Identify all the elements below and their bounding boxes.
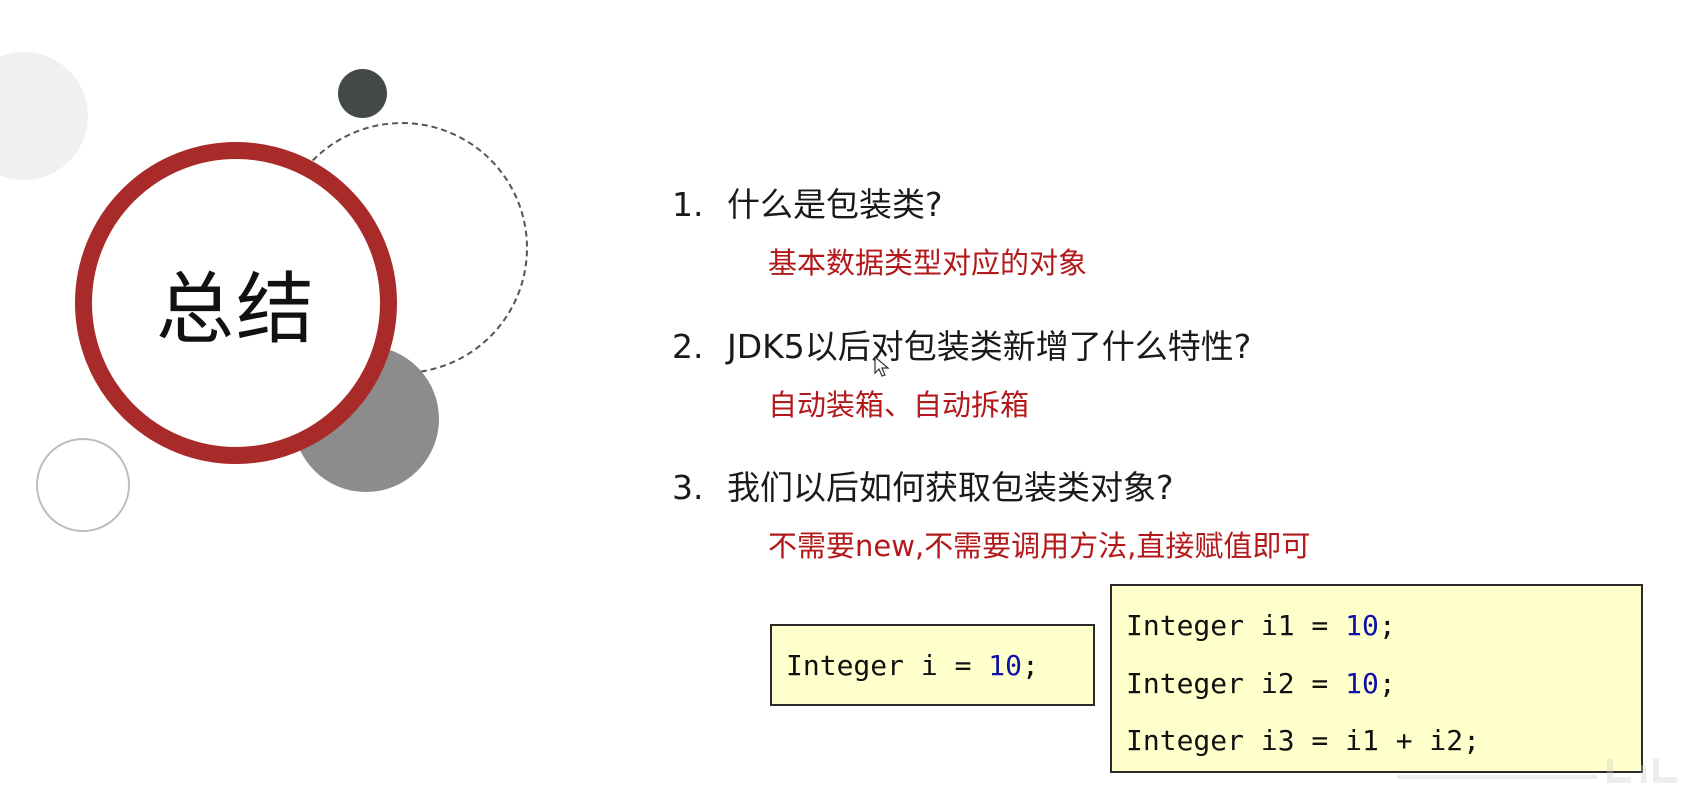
question-2: 2. JDK5以后对包装类新增了什么特性? xyxy=(672,320,1251,368)
mouse-cursor-icon xyxy=(874,356,890,377)
code-box-multi: Integer i1 = 10; Integer i2 = 10; Intege… xyxy=(1110,584,1643,773)
question-number: 2. xyxy=(672,327,704,366)
question-3: 3. 我们以后如何获取包装类对象? xyxy=(672,461,1174,509)
title-ring: 总结 xyxy=(75,142,397,464)
question-1: 1. 什么是包装类? xyxy=(672,178,943,226)
answer-1: 基本数据类型对应的对象 xyxy=(768,246,1088,280)
slide-title: 总结 xyxy=(155,265,316,355)
question-number: 3. xyxy=(672,468,704,507)
code-line: Integer i3 = i1 + i2; xyxy=(1126,724,1481,757)
answer-2: 自动装箱、自动拆箱 xyxy=(768,388,1030,422)
decorative-dark-dot xyxy=(338,69,387,118)
code-line: Integer i = 10; xyxy=(786,649,1039,682)
decorative-light-circle xyxy=(0,52,88,180)
code-line: Integer i2 = 10; xyxy=(1126,667,1396,700)
answer-3: 不需要new,不需要调用方法,直接赋值即可 xyxy=(768,529,1311,563)
code-box-single: Integer i = 10; xyxy=(770,624,1095,706)
watermark-logo xyxy=(1397,759,1677,783)
decorative-outline-circle xyxy=(36,438,130,532)
question-number: 1. xyxy=(672,185,704,224)
question-text: 我们以后如何获取包装类对象? xyxy=(727,468,1174,507)
question-text: JDK5以后对包装类新增了什么特性? xyxy=(727,327,1252,366)
code-line: Integer i1 = 10; xyxy=(1126,609,1396,642)
question-text: 什么是包装类? xyxy=(727,185,943,224)
